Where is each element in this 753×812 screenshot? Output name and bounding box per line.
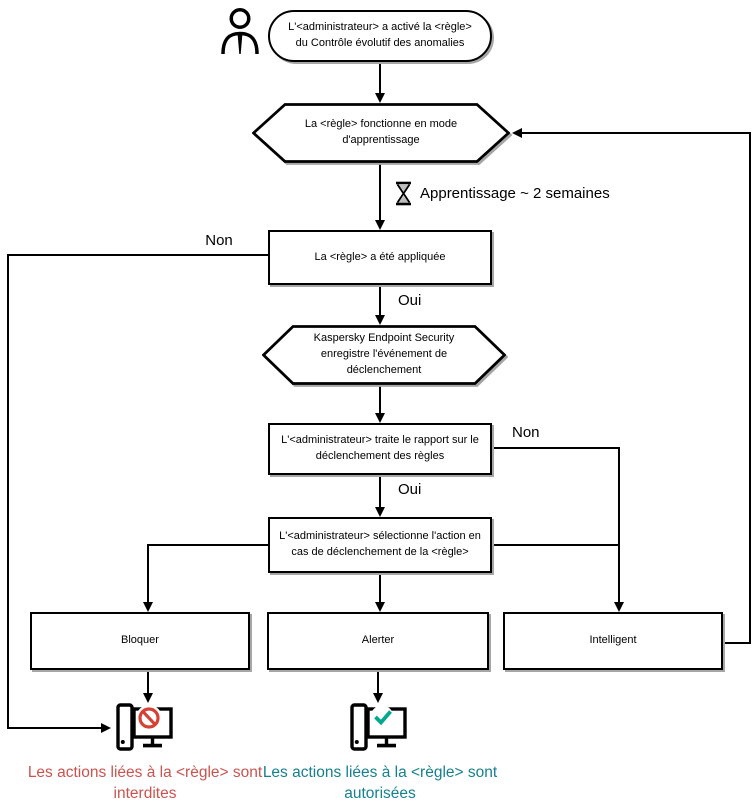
action-smart-label: Intelligent <box>589 634 637 647</box>
edge-applied-non-to-denied <box>7 254 268 733</box>
badge-halo <box>370 705 394 729</box>
select-action-label: L'<administrateur> sélectionne l'action … <box>279 530 481 558</box>
hourglass-icon <box>395 181 412 206</box>
checkmark <box>374 710 392 726</box>
learning-mode-node: La <règle> fonctionne en mode d'apprenti… <box>252 103 510 163</box>
process-report-label: L'<administrateur> traite le rapport sur… <box>281 434 479 462</box>
computer-denied-icon <box>116 702 174 752</box>
action-smart-node: Intelligent <box>503 612 723 670</box>
outcome-allowed-text: Les actions liées à la <règle> sont auto… <box>262 764 498 802</box>
edge-label-no-report: Non <box>512 424 540 441</box>
learning-mode-label: La <règle> fonctionne en mode d'apprenti… <box>304 118 458 146</box>
edge-label-no-applied: Non <box>205 232 233 249</box>
start-node: L'<administrateur> a activé la <règle> d… <box>268 10 492 62</box>
edge-report-non-to-smart <box>492 447 624 612</box>
prohibition-sign <box>138 707 160 729</box>
record-event-node: Kaspersky Endpoint Security enregistre l… <box>262 325 506 385</box>
action-alert-node: Alerter <box>267 612 489 670</box>
process-report-node: L'<administrateur> traite le rapport sur… <box>268 423 492 475</box>
learning-duration-label: Apprentissage ~ 2 semaines <box>420 185 610 202</box>
select-action-node: L'<administrateur> sélectionne l'action … <box>268 517 492 573</box>
edge-select-to-block <box>143 544 268 612</box>
rule-applied-label: La <règle> a été appliquée <box>314 250 446 263</box>
record-event-label: Kaspersky Endpoint Security enregistre l… <box>313 332 455 376</box>
rule-applied-node: La <règle> a été appliquée <box>268 230 492 285</box>
edge-label-yes-report: Oui <box>398 481 422 498</box>
action-block-label: Bloquer <box>121 634 159 647</box>
person-icon <box>220 8 260 56</box>
computer-allowed-icon <box>350 702 408 752</box>
outcome-blocked-text: Les actions liées à la <règle> sont inte… <box>27 764 263 802</box>
action-alert-label: Alerter <box>361 634 395 647</box>
edge-smart-feedback-to-learning <box>512 128 751 644</box>
start-node-label: L'<administrateur> a activé la <règle> d… <box>288 21 472 49</box>
edge-label-yes-applied: Oui <box>398 292 422 309</box>
action-block-node: Bloquer <box>30 612 250 670</box>
